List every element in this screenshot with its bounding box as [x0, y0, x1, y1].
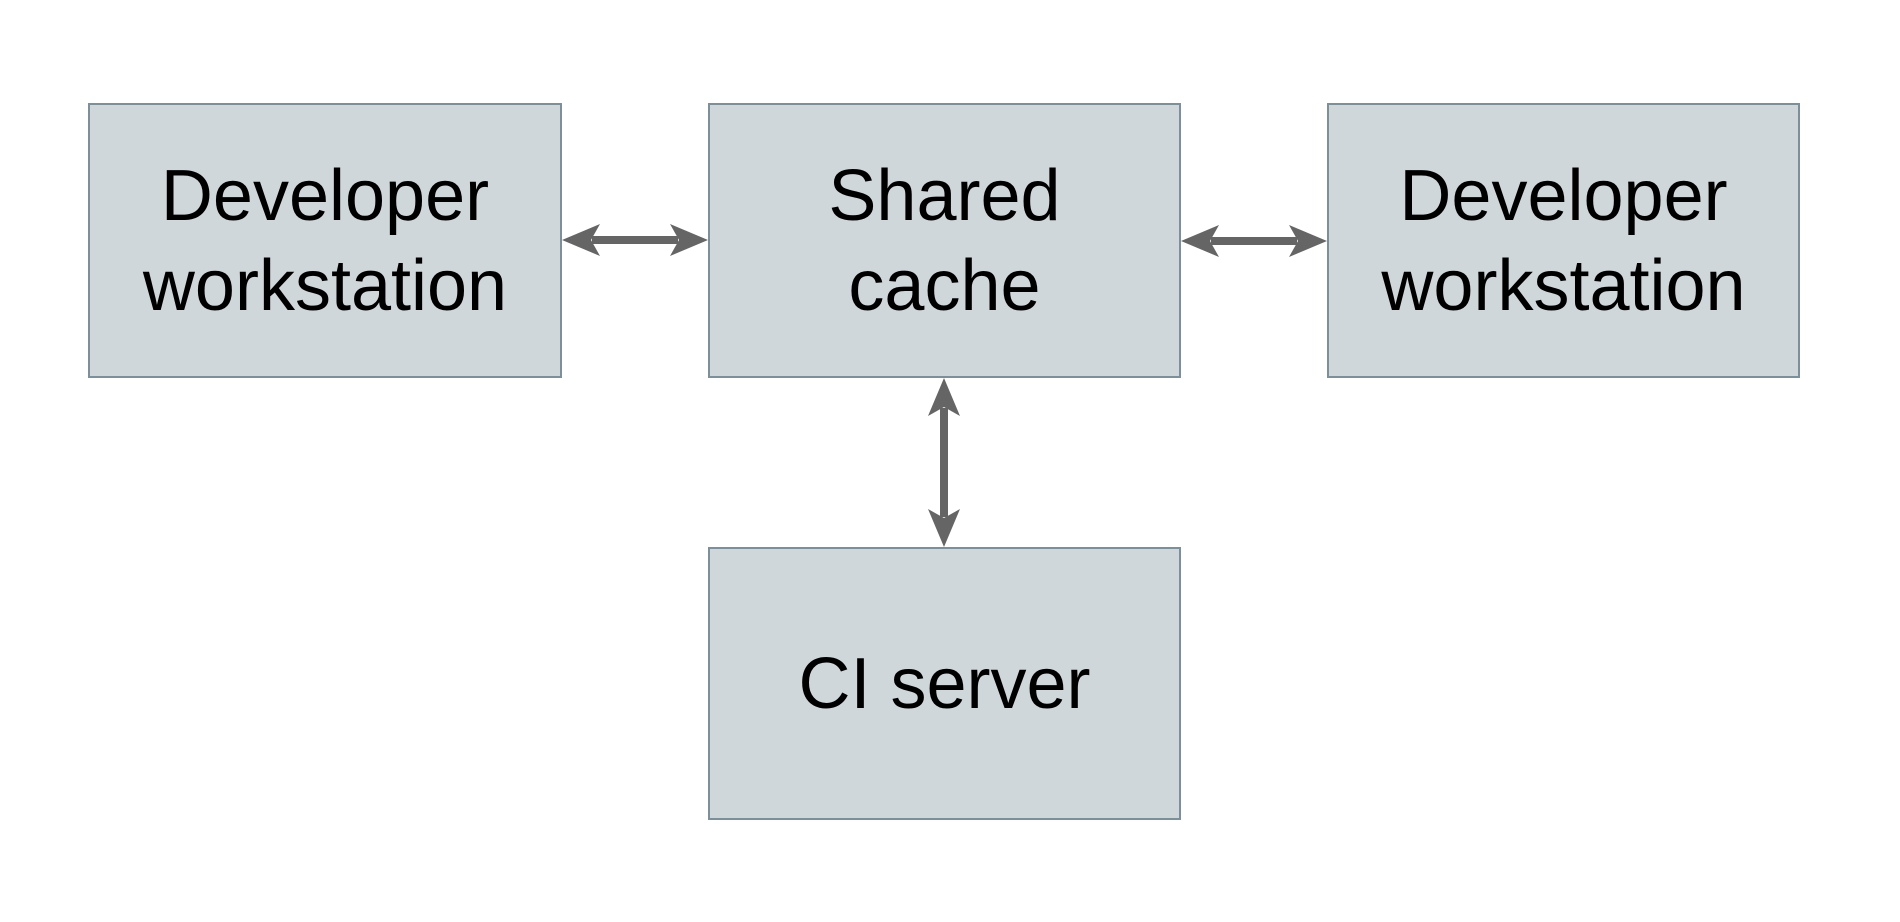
node-shared-cache-label: Shared cache	[828, 155, 1061, 326]
node-developer-workstation-left-label: Developer workstation	[142, 155, 508, 326]
node-shared-cache: Shared cache	[708, 103, 1181, 378]
edge-devleft-cache-double-arrow-icon	[562, 220, 708, 260]
node-ci-server: CI server	[708, 547, 1181, 820]
edge-cache-devright-double-arrow-icon	[1181, 221, 1327, 261]
node-developer-workstation-left: Developer workstation	[88, 103, 562, 378]
node-ci-server-label: CI server	[798, 643, 1091, 724]
node-developer-workstation-right-label: Developer workstation	[1381, 155, 1746, 326]
edge-cache-ciserver-double-arrow-icon	[924, 378, 964, 547]
node-developer-workstation-right: Developer workstation	[1327, 103, 1800, 378]
